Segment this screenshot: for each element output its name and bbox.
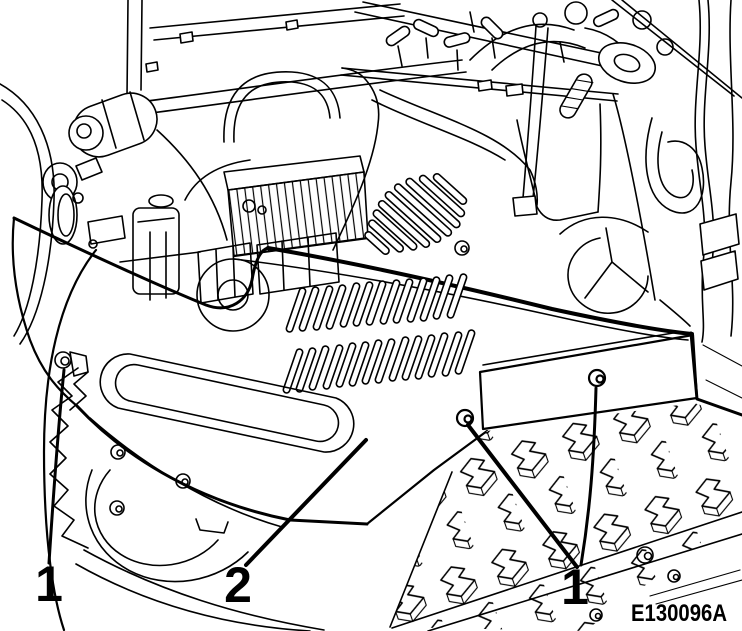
callout-label-left-1: 1: [35, 556, 63, 612]
coolant-reservoir: [132, 194, 180, 295]
rail-bolt: [179, 31, 194, 44]
callout-leader-right-1a: [466, 423, 579, 569]
air-cleaner: [68, 91, 158, 158]
figure-code: E130096A: [631, 600, 727, 627]
frame-bolt: [589, 608, 603, 622]
panel-bolt-right: [587, 368, 607, 388]
front-cover-handle-recess: [99, 353, 355, 453]
front-cover-top-edge: [266, 246, 694, 336]
fan-and-brackets: [559, 213, 740, 327]
air-cleaner-end-cap: [68, 115, 104, 151]
upper-cover-vents: [364, 172, 468, 255]
callouts: 1 2 1: [35, 368, 598, 615]
track-tread-pattern: [390, 403, 742, 631]
upper-cover: [332, 12, 656, 301]
fan-duct-hoses: [156, 129, 251, 241]
dozer-blade-edge: [0, 83, 325, 631]
right-track: [389, 403, 742, 631]
callout-leader-right-1b: [579, 386, 598, 567]
callout-leader-2: [244, 438, 368, 567]
engine-bay: [42, 91, 370, 332]
reservoir-cap: [148, 194, 174, 208]
frame-bolt: [636, 546, 654, 564]
belt-pulley: [196, 258, 270, 332]
canopy-frame: [107, 0, 467, 119]
hose-through-cover: [512, 12, 594, 217]
rail-bolt: [145, 61, 159, 73]
hydraulic-hoses: [611, 0, 742, 343]
callout-label-2: 2: [224, 557, 252, 613]
hose-ends: [385, 8, 620, 48]
rail-bolt: [285, 19, 299, 31]
track-frame: [391, 511, 742, 631]
sprocket-bolt: [175, 473, 191, 489]
lower-mounting-panel: [455, 331, 742, 431]
panel-bolt-left: [455, 408, 475, 428]
front-cover-vents-row2: [281, 328, 477, 395]
callout-leader-left-1: [47, 368, 66, 565]
left-track-edge: [49, 367, 89, 549]
grab-handle: [223, 71, 341, 143]
front-cover-left-edge: [11, 216, 79, 408]
upper-cover-bolt: [454, 240, 470, 256]
radiator: [223, 155, 370, 258]
callout-label-right-1: 1: [561, 559, 589, 615]
work-light: [48, 185, 78, 245]
drive-sprocket: [85, 444, 249, 583]
sprocket-bolt: [110, 444, 126, 460]
sprocket-bolt: [109, 500, 125, 516]
frame-bolt: [667, 569, 681, 583]
